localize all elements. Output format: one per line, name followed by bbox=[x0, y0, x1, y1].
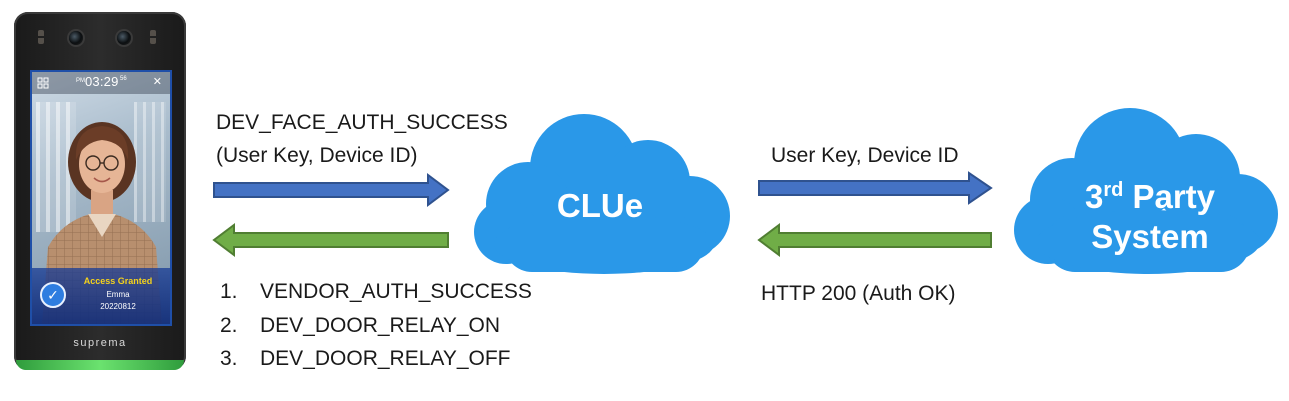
response-list-label: VENDOR_AUTH_SUCCESS bbox=[260, 280, 532, 303]
ir-sensor-icon bbox=[38, 30, 44, 44]
response-list-item: 3. DEV_DOOR_RELAY_OFF bbox=[220, 347, 511, 371]
response-list-number: 3. bbox=[220, 347, 238, 370]
camera-lens-icon bbox=[117, 31, 131, 45]
device-brand: suprema bbox=[73, 337, 127, 349]
third-party-label-word: Party bbox=[1123, 178, 1216, 215]
camera-lens-icon bbox=[69, 31, 83, 45]
clue-cloud-label: CLUe bbox=[556, 187, 644, 224]
clue-cloud bbox=[474, 114, 730, 274]
device-status-led bbox=[16, 360, 184, 370]
right-response-label: HTTP 200 (Auth OK) bbox=[761, 282, 956, 305]
right-request-arrow bbox=[758, 171, 993, 205]
response-list-label: DEV_DOOR_RELAY_ON bbox=[260, 314, 501, 337]
response-list-item: 1. VENDOR_AUTH_SUCCESS bbox=[220, 280, 532, 304]
response-list-number: 1. bbox=[220, 280, 238, 303]
third-party-label-line2: System bbox=[1091, 218, 1209, 255]
clock-ampm: PM bbox=[76, 78, 85, 84]
right-request-label: User Key, Device ID bbox=[771, 144, 959, 167]
user-id: 20220812 bbox=[100, 302, 136, 311]
close-icon[interactable]: ✕ bbox=[152, 76, 162, 88]
response-list-item: 2. DEV_DOOR_RELAY_ON bbox=[220, 314, 500, 338]
left-request-arrow bbox=[213, 173, 450, 207]
left-request-label-line2: (User Key, Device ID) bbox=[216, 144, 418, 167]
grid-icon[interactable] bbox=[37, 77, 49, 89]
response-list-number: 2. bbox=[220, 314, 238, 337]
third-party-label-line1: 3rd Party bbox=[1050, 170, 1250, 217]
left-request-label-line1: DEV_FACE_AUTH_SUCCESS bbox=[216, 111, 508, 134]
access-banner: ✓ Access Granted Emma 20220812 bbox=[32, 268, 170, 324]
third-party-label-number: 3 bbox=[1084, 178, 1104, 215]
check-icon: ✓ bbox=[40, 282, 66, 308]
screen-status-bar: PM 03:29 56 ✕ bbox=[32, 72, 170, 94]
right-response-arrow bbox=[757, 223, 992, 257]
user-name: Emma bbox=[106, 290, 130, 299]
response-list-label: DEV_DOOR_RELAY_OFF bbox=[260, 347, 511, 370]
background-window bbox=[134, 102, 166, 222]
third-party-label-ordinal: rd bbox=[1103, 179, 1124, 201]
clock-time: 03:29 bbox=[85, 74, 119, 89]
device-screen: PM 03:29 56 ✕ ✓ Access Granted Emma 2022… bbox=[30, 70, 172, 326]
left-response-arrow bbox=[212, 223, 449, 257]
third-party-cloud bbox=[1014, 108, 1278, 274]
ir-sensor-icon bbox=[150, 30, 156, 44]
clock-seconds: 56 bbox=[120, 76, 127, 82]
access-status: Access Granted bbox=[83, 276, 153, 286]
third-party-cloud-label: 3rd Party System bbox=[1050, 170, 1250, 257]
